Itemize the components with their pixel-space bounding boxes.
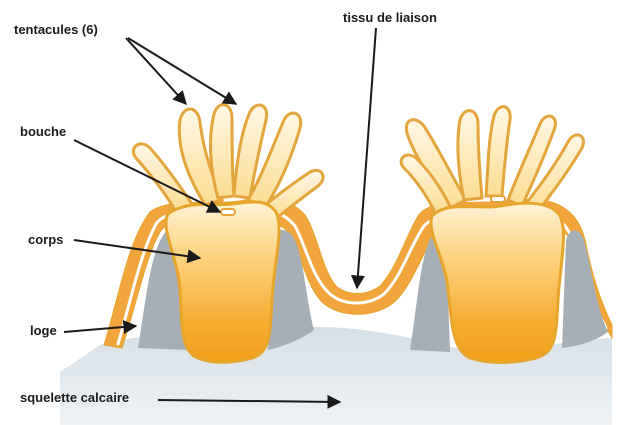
right-mouth bbox=[491, 196, 505, 202]
arrow-connective-tissue bbox=[357, 28, 376, 288]
arrow-tentacles-2 bbox=[128, 38, 236, 104]
left-polyp-body bbox=[166, 202, 279, 362]
label-mouth: bouche bbox=[20, 124, 66, 139]
label-skeleton: squelette calcaire bbox=[20, 390, 129, 405]
label-body: corps bbox=[28, 232, 63, 247]
right-polyp-body bbox=[431, 203, 564, 362]
cup-right-right bbox=[562, 230, 608, 348]
arrow-tentacles-1 bbox=[126, 38, 186, 104]
label-connective-tissue: tissu de liaison bbox=[343, 10, 437, 25]
label-tentacles: tentacules (6) bbox=[14, 22, 98, 37]
label-cup: loge bbox=[30, 323, 57, 338]
left-mouth bbox=[221, 209, 235, 215]
